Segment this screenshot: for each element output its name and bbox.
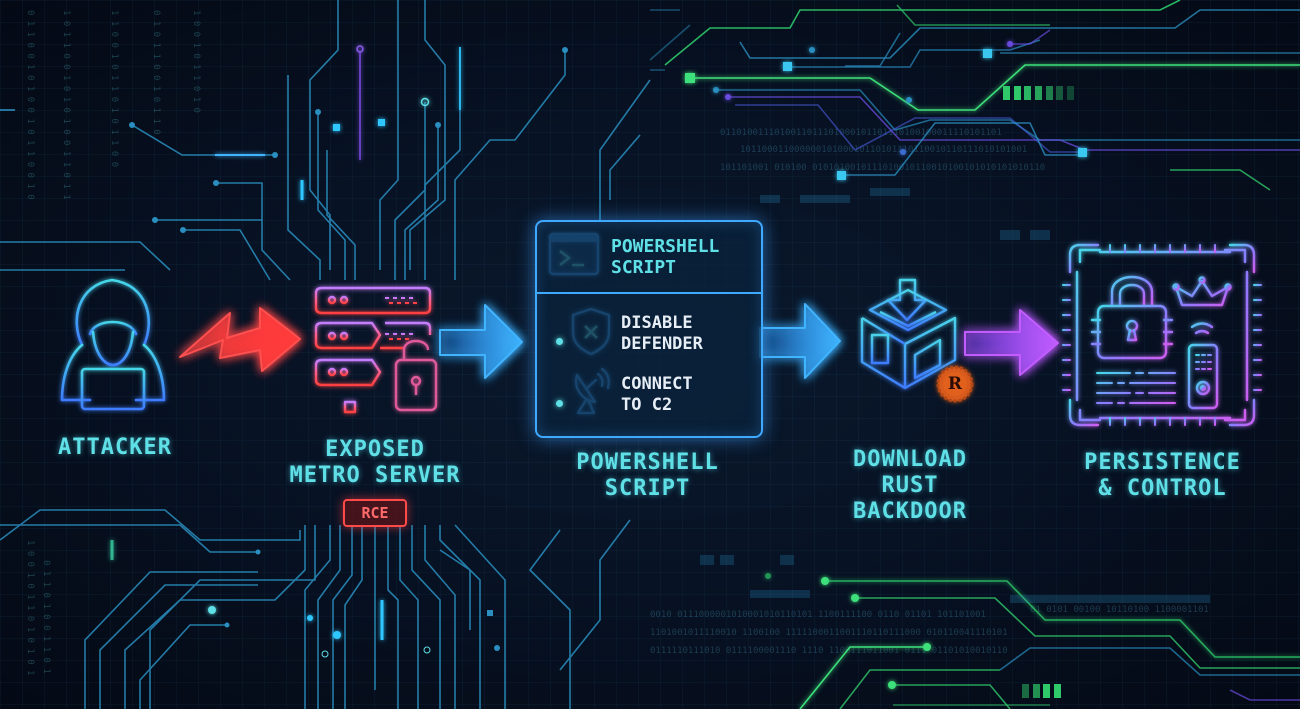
binary-row: 1101001011110010 1100100 111110001100111… — [650, 628, 1008, 638]
item-line: DISABLE — [621, 313, 693, 333]
flow-arrow-icon — [439, 304, 523, 379]
label-line: POWERSHELL — [576, 450, 719, 475]
rust-logo-icon — [936, 365, 974, 403]
binary-column: 1 0 0 1 0 1 1 0 1 0 — [191, 10, 201, 113]
binary-column: 0 1 1 0 1 0 0 1 1 0 1 — [41, 560, 51, 674]
title-line: POWERSHELL — [611, 236, 720, 257]
binary-column: 0 1 1 0 0 1 0 1 0 0 1 0 1 1 0 0 1 0 — [25, 10, 35, 200]
rust-logo-letter: R — [947, 374, 963, 394]
powershell-script-card: POWERSHELL SCRIPT DISABLE DEFENDER CONNE… — [535, 220, 763, 438]
step-label-attacker: ATTACKER — [58, 435, 172, 460]
binary-column: 0 1 0 1 1 0 0 1 0 1 1 0 — [151, 10, 161, 135]
binary-column: 1 1 0 0 1 0 1 1 0 1 0 1 1 0 0 — [109, 10, 119, 168]
rce-badge: RCE — [343, 499, 407, 527]
step-label-server: EXPOSED METRO SERVER — [260, 437, 490, 489]
card-header: POWERSHELL SCRIPT — [537, 222, 761, 294]
bullet-icon — [556, 400, 563, 407]
card-item-connect-c2: CONNECT TO C2 — [621, 374, 693, 416]
label-line: BACKDOOR — [853, 499, 967, 524]
item-line: CONNECT — [621, 374, 693, 394]
chip-lock-crown-remote-icon — [1062, 243, 1262, 427]
label-line: METRO SERVER — [289, 463, 461, 488]
step-label-persistence: PERSISTENCE & CONTROL — [1055, 450, 1270, 502]
binary-row: 0111110111010 0111100001110 1110 1100111… — [650, 646, 1008, 656]
binary-column: 1 0 0 1 0 1 1 0 1 0 1 0 1 — [25, 540, 35, 676]
binary-column: 1 0 1 1 0 0 1 0 1 0 1 0 0 1 1 0 1 1 — [61, 10, 71, 200]
label-line: DOWNLOAD — [853, 447, 967, 472]
binary-row: 0110100111010011011101000101101110100100… — [720, 128, 1002, 138]
label-line: PERSISTENCE — [1084, 450, 1241, 475]
binary-row: 101101001 010100 01010100101110100101100… — [720, 163, 1046, 173]
hooded-hacker-laptop-icon — [60, 278, 166, 413]
bullet-icon — [556, 338, 563, 345]
server-rack-unlocked-icon — [314, 286, 438, 414]
lightning-arrow-icon — [179, 307, 301, 372]
item-line: TO C2 — [621, 395, 673, 415]
card-item-disable-defender: DISABLE DEFENDER — [621, 313, 703, 355]
label-line: EXPOSED — [325, 437, 425, 462]
label-line: SCRIPT — [604, 476, 691, 501]
binary-row: 0010 0111000001010001010110101 110011110… — [650, 610, 986, 620]
binary-row: 01 0101 00100 10110100 1100001101 — [1030, 605, 1209, 615]
card-title: POWERSHELL SCRIPT — [611, 236, 719, 278]
label-line: & CONTROL — [1098, 476, 1227, 501]
box-download-icon — [860, 278, 957, 390]
flow-arrow-icon — [964, 309, 1059, 376]
step-label-powershell: POWERSHELL SCRIPT — [545, 450, 750, 502]
item-line: DEFENDER — [621, 334, 703, 354]
flow-arrow-icon — [759, 303, 841, 379]
binary-row: 1011000110000001010001011010111011001011… — [740, 145, 1028, 155]
step-label-backdoor: DOWNLOAD RUST BACKDOOR — [820, 447, 1000, 525]
title-line: SCRIPT — [611, 257, 677, 278]
label-line: RUST — [881, 473, 939, 498]
